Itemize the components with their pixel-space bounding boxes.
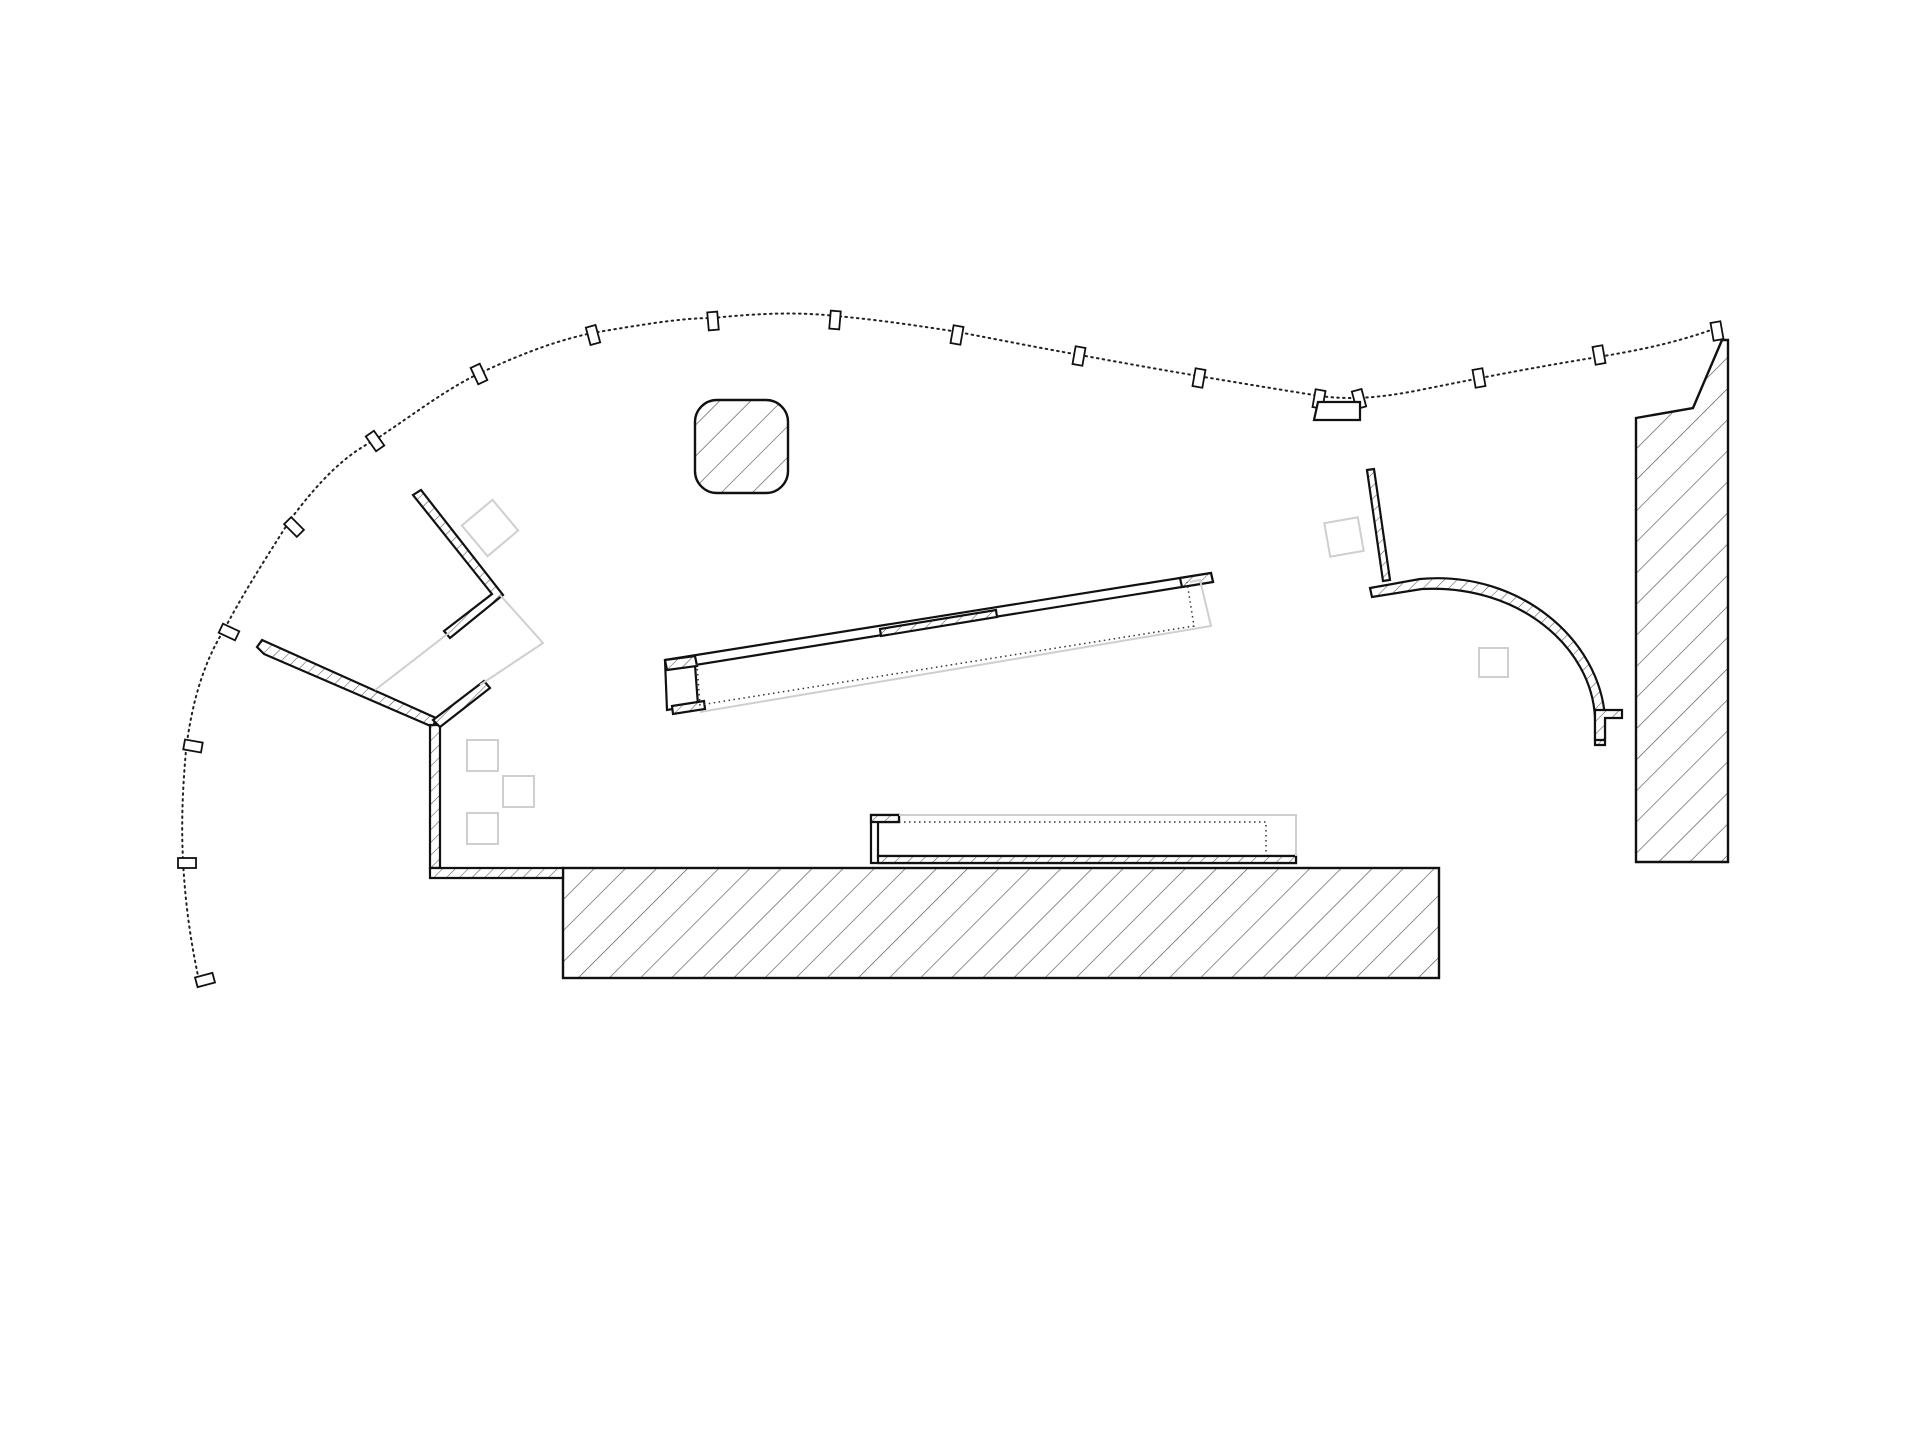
post	[1591, 344, 1607, 366]
ghost-square	[1323, 516, 1365, 558]
bottom-bench-base	[876, 854, 1298, 865]
right-wall-block	[1634, 338, 1730, 864]
post	[828, 309, 842, 331]
post	[1709, 320, 1725, 342]
post	[193, 971, 217, 989]
central-counter-outer	[663, 571, 1215, 712]
ghost-square	[460, 498, 520, 558]
post	[282, 515, 306, 539]
left-vertical-wall	[428, 723, 442, 870]
central-counter-ghost-outline	[699, 578, 1213, 713]
post	[469, 362, 489, 386]
left-base-wall	[428, 866, 565, 880]
central-counter-end-left	[663, 654, 699, 672]
left-angled-wall	[255, 638, 438, 729]
post	[1191, 367, 1207, 389]
post	[584, 323, 602, 347]
bottom-bench-cap	[869, 813, 901, 824]
bottom-slab	[561, 866, 1441, 980]
post	[949, 324, 965, 346]
bottom-bench-dotted-edge	[899, 821, 1267, 854]
ghost-square	[466, 812, 499, 845]
bottom-bench-ghost-outline	[899, 814, 1297, 856]
central-counter-mid-segment	[878, 608, 999, 638]
left-short-angled-wall	[431, 679, 492, 729]
post	[364, 429, 386, 453]
ghost-square	[466, 739, 499, 772]
post	[217, 622, 241, 642]
ghost-square	[1478, 647, 1509, 678]
boundary-posts	[177, 309, 1725, 989]
post	[706, 310, 720, 332]
rounded-column	[693, 398, 790, 495]
boundary-notch-block	[1312, 400, 1362, 422]
post	[1071, 345, 1087, 367]
post	[177, 857, 197, 869]
right-vertical-stub-wall	[1365, 467, 1392, 583]
post	[1471, 367, 1487, 389]
ghost-outlines-left	[374, 498, 545, 845]
ghost-square	[502, 775, 535, 808]
site-boundary-line	[181, 312, 1723, 986]
upper-left-l-wall	[411, 488, 505, 640]
central-counter-dotted-edge	[696, 581, 1195, 706]
right-wall-stub	[1593, 708, 1624, 742]
central-counter-foot	[670, 699, 707, 716]
ghost-diagonal-outline	[374, 594, 545, 691]
right-curved-wall	[1368, 577, 1607, 747]
post	[182, 738, 204, 754]
